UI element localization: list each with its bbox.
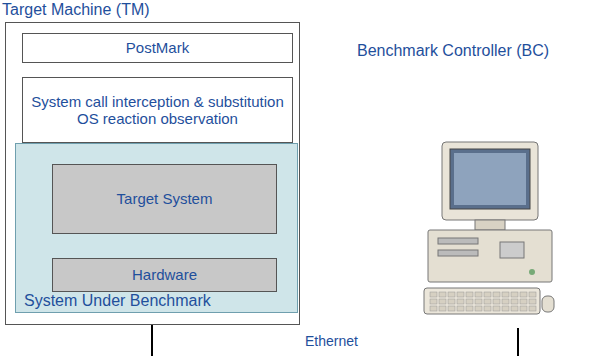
node-heading: Benchmark Controller (BC) bbox=[357, 42, 549, 60]
component-box: System Under Benchmark Target SystemHardw… bbox=[15, 143, 298, 313]
component-box: PostMark bbox=[22, 33, 293, 63]
node-heading: Target Machine (TM) bbox=[2, 1, 150, 19]
component-box: Hardware bbox=[52, 258, 277, 292]
box-label: Hardware bbox=[53, 259, 276, 291]
ethernet-wire bbox=[151, 325, 153, 356]
controller-node: Benchmark Controller (BC) bbox=[355, 38, 613, 330]
computer-illustration bbox=[420, 138, 560, 328]
ethernet-wire bbox=[517, 328, 519, 356]
box-label: Target System bbox=[53, 165, 276, 233]
band-label: System Under Benchmark bbox=[24, 292, 211, 310]
network-label: Ethernet bbox=[303, 333, 360, 349]
machine-box: Target Machine (TM)PostMarkSystem call i… bbox=[5, 22, 300, 325]
box-label: PostMark bbox=[23, 34, 292, 62]
component-box: System call interception & substitution … bbox=[22, 77, 293, 143]
component-box: Target System bbox=[52, 164, 277, 234]
box-label: System call interception & substitution … bbox=[23, 78, 292, 142]
